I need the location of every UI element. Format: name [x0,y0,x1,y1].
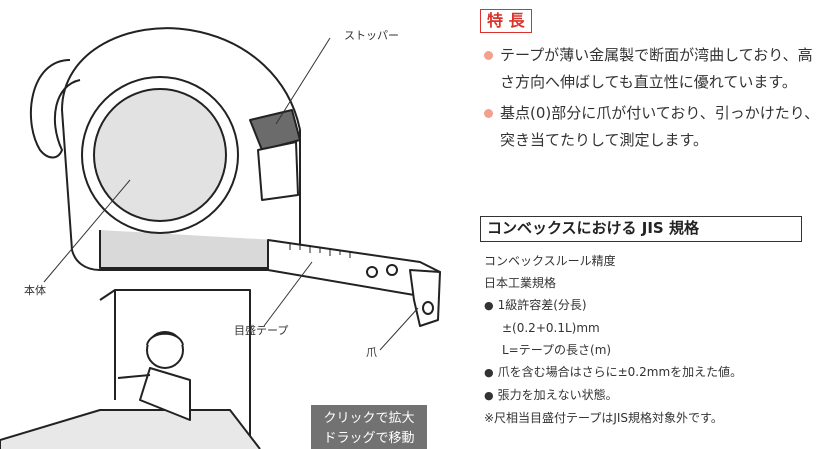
zoom-drag-overlay[interactable]: クリックで拡大 ドラッグで移動 [311,405,427,449]
jis-line: コンベックスルール精度 [484,254,616,268]
callout-tape: 目盛テープ [234,324,289,337]
features-heading: 特 長 [480,9,532,33]
jis-bullet: 爪を含む場合はさらに±0.2mmを加えた値。 [484,361,824,384]
callout-stopper: ストッパー [344,29,399,42]
jis-bullet: 張力を加えない状態。 [484,384,824,407]
callout-hook: 爪 [366,346,377,359]
overlay-drag-label: ドラッグで移動 [323,431,415,446]
overlay-zoom-label: クリックで拡大 [323,411,415,426]
feature-text: テープが薄い金属製で断面が湾曲しており、高さ方向へ伸ばしても直立性に優れています… [500,46,813,91]
jis-body: コンベックスルール精度 日本工業規格 1級許容差(分長) ±(0.2+0.1L)… [484,250,824,429]
bullet-dot [484,51,493,60]
floor [0,409,261,449]
features-list: テープが薄い金属製で断面が湾曲しており、高さ方向へ伸ばしても直立性に優れています… [484,42,824,158]
jis-note: ※尺相当目盛付テープはJIS規格対象外です。 [484,411,723,425]
jis-line: L=テープの長さ(m) [502,343,612,357]
case-outline [61,27,301,271]
tape-measure-illustration [0,27,441,449]
wall [99,289,251,449]
jis-heading: コンベックスにおける JIS 規格 [480,216,802,242]
callout-body: 本体 [24,284,46,297]
bullet-dot [484,109,493,118]
jis-line: ±(0.2+0.1L)mm [502,321,600,335]
person-body [139,367,191,421]
feature-item: 基点(0)部分に爪が付いており、引っかけたり、突き当てたりして測定します。 [484,100,824,154]
belt-clip [29,59,81,159]
jis-line: 日本工業規格 [484,276,557,290]
feature-text: 基点(0)部分に爪が付いており、引っかけたり、突き当てたりして測定します。 [500,104,820,149]
jis-bullet: 1級許容差(分長) [484,294,824,317]
hook [409,269,441,327]
feature-item: テープが薄い金属製で断面が湾曲しており、高さ方向へ伸ばしても直立性に優れています… [484,42,824,96]
stopper-button [249,109,301,151]
